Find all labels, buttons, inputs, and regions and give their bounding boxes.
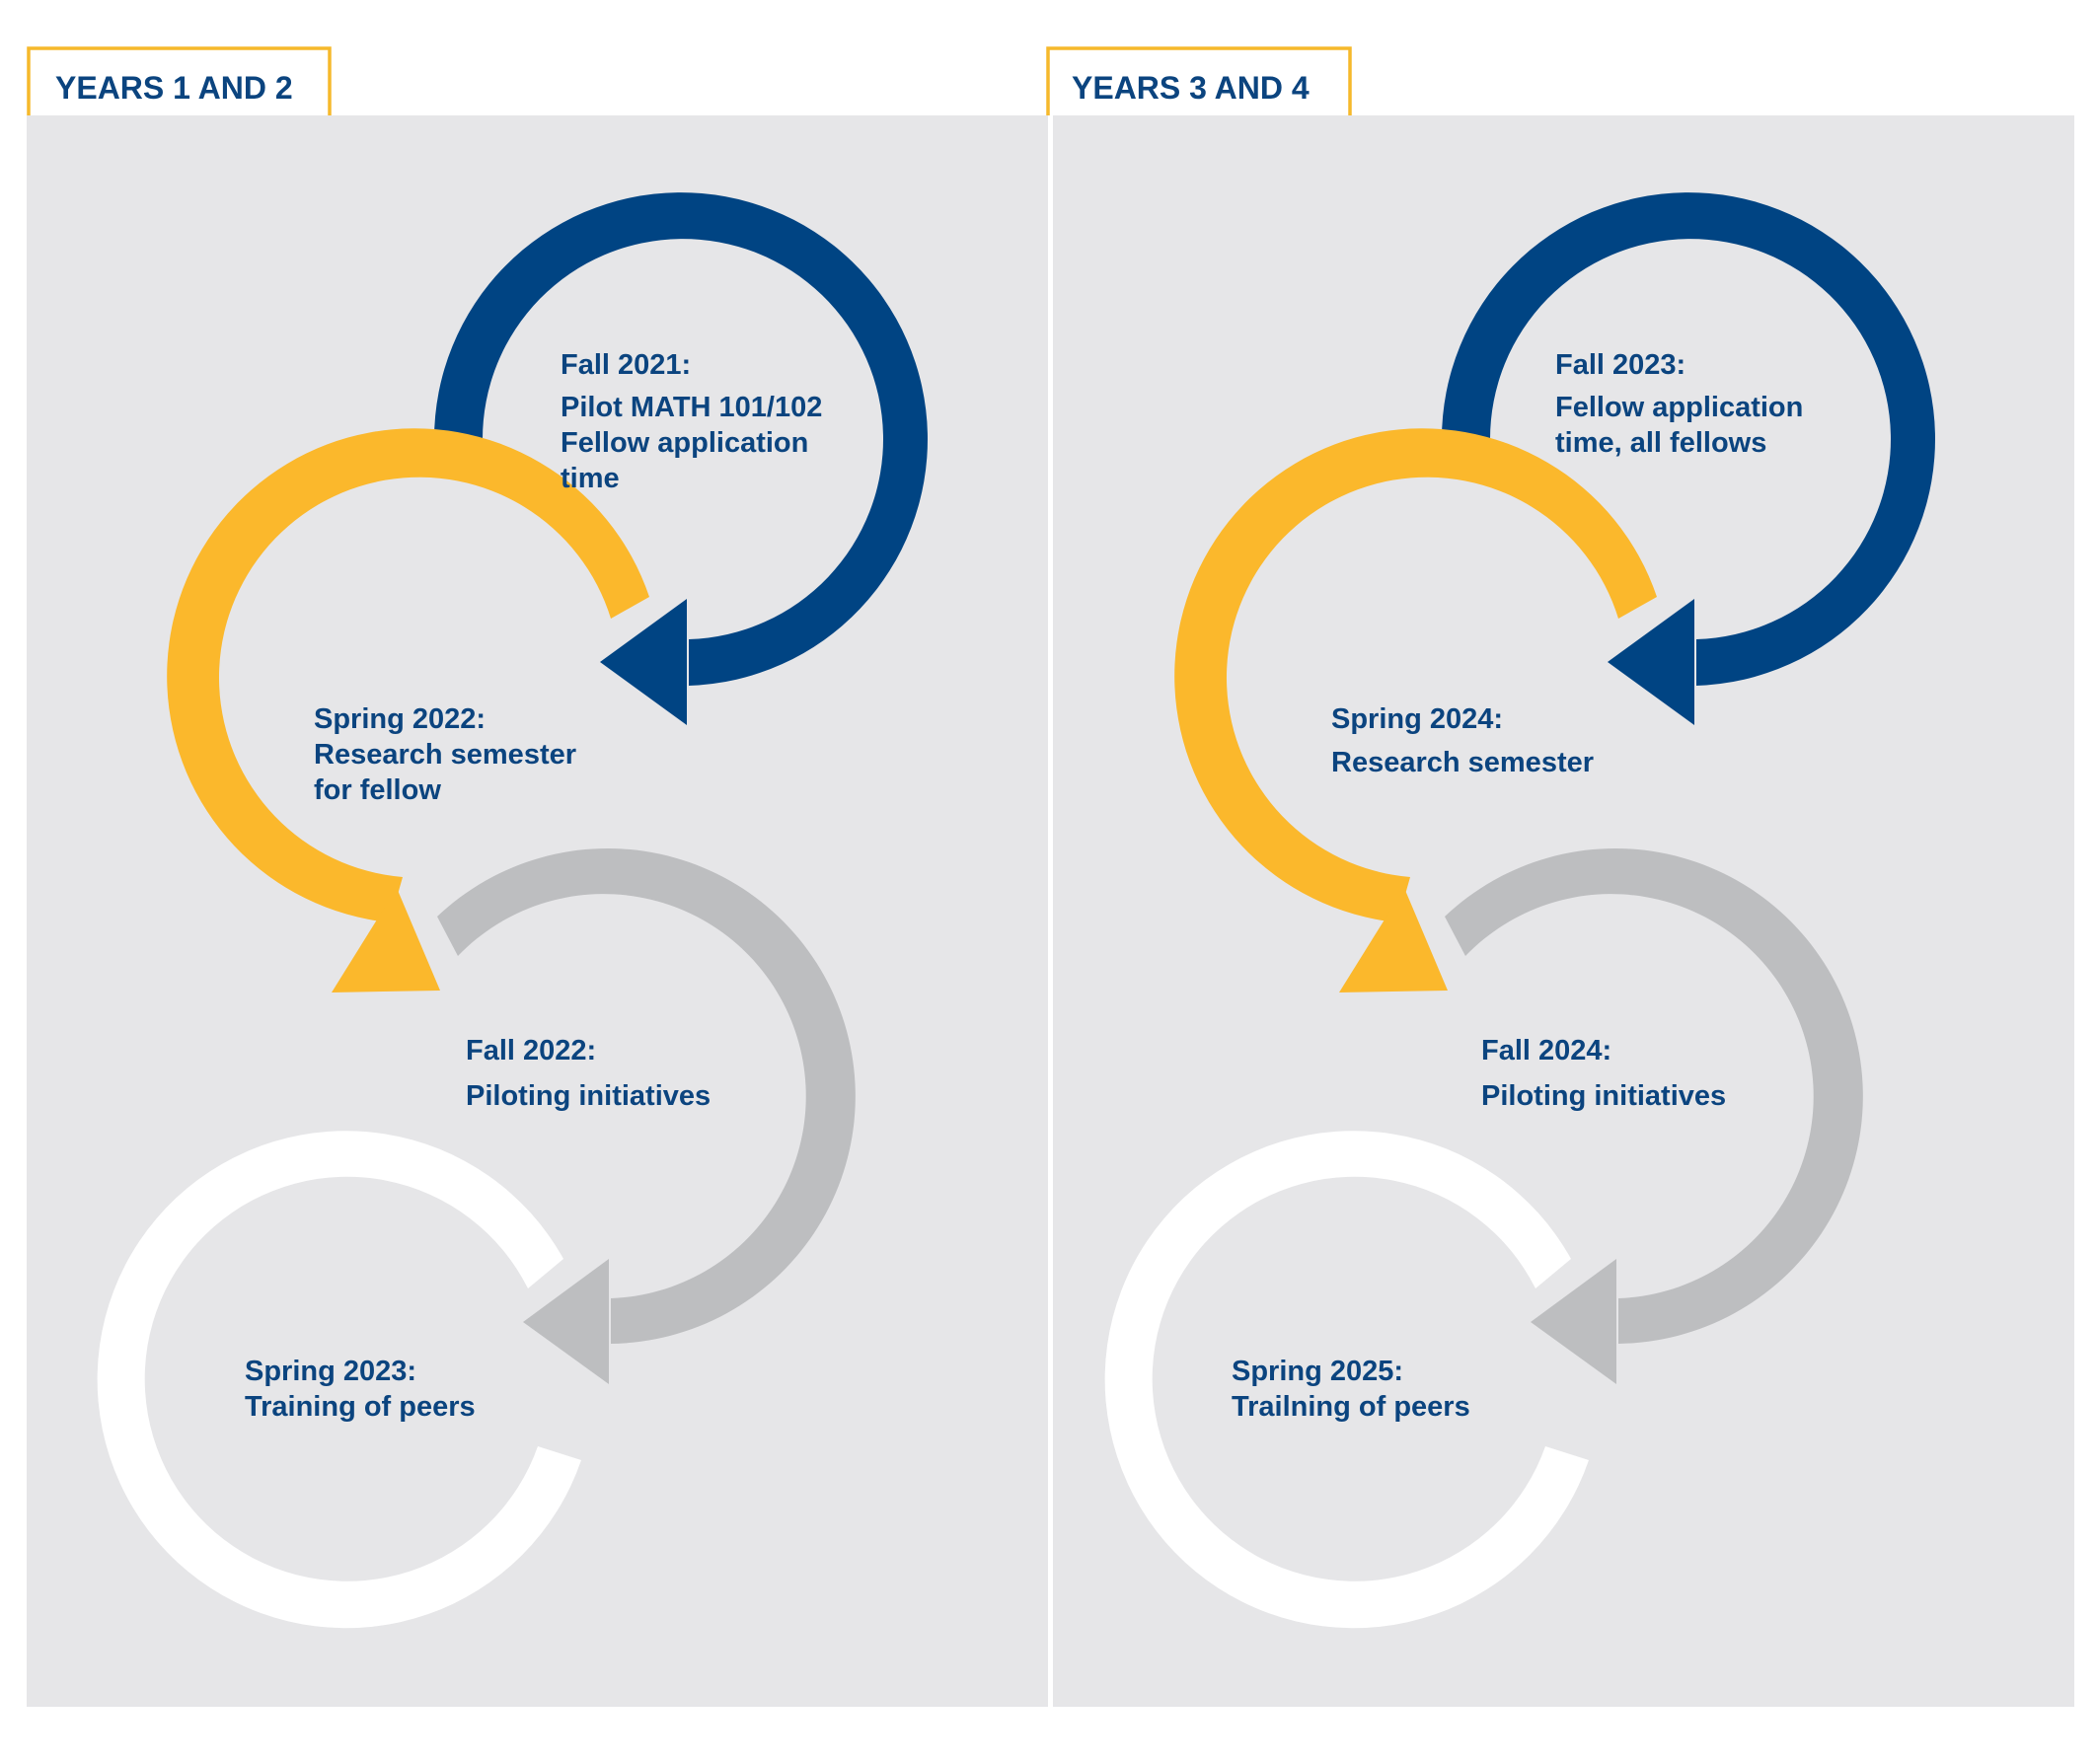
- stage-label-spring-2025: Spring 2025: Trailning of peers: [1232, 1356, 1470, 1423]
- arrow-fall-2023: [1441, 192, 1935, 725]
- stage-line: Piloting initiatives: [466, 1080, 711, 1112]
- gray-arrowhead: [1531, 1259, 1616, 1384]
- stage-line: for fellow: [314, 774, 441, 806]
- stage-label-spring-2024: Spring 2024: Research semester: [1331, 703, 1594, 778]
- stage-line: Research semester: [1331, 747, 1594, 778]
- gray-arc: [1445, 848, 1863, 1344]
- stage-label-fall-2021: Fall 2021: Pilot MATH 101/102 Fellow app…: [561, 349, 830, 494]
- panel-1-tab-label: YEARS 1 AND 2: [55, 70, 293, 106]
- stage-label-fall-2023: Fall 2023: Fellow application time, all …: [1555, 349, 1811, 459]
- gold-arrowhead: [332, 888, 440, 992]
- stage-label-spring-2022: Spring 2022: Research semester for fello…: [314, 703, 584, 806]
- stage-line: Fall 2023:: [1555, 349, 1685, 381]
- stage-line: time: [561, 463, 620, 494]
- panel-years-3-4: YEARS 3 AND 4 Fall 2023:: [1046, 46, 2074, 1707]
- stage-label-spring-2023: Spring 2023: Training of peers: [245, 1356, 476, 1423]
- panel-years-1-2: YEARS 1 AND 2 Fall 2021:: [27, 46, 1051, 1707]
- panel-2-tab-label: YEARS 3 AND 4: [1072, 70, 1310, 106]
- stage-line: Trailning of peers: [1232, 1391, 1470, 1423]
- arrow-fall-2022: [437, 848, 856, 1384]
- stage-line: Spring 2024:: [1331, 703, 1503, 735]
- gold-arrowhead: [1339, 888, 1448, 992]
- stage-line: Spring 2022:: [314, 703, 486, 735]
- stage-line: Fall 2022:: [466, 1035, 596, 1066]
- stage-line: Pilot MATH 101/102: [561, 392, 822, 423]
- stage-line: Fellow application: [1555, 392, 1803, 423]
- panel-2-tab-border: [1046, 46, 1352, 115]
- panel-1-tab-border: [27, 46, 332, 115]
- stage-label-fall-2024: Fall 2024: Piloting initiatives: [1481, 1035, 1726, 1112]
- navy-arrowhead: [600, 599, 687, 725]
- gray-arc: [437, 848, 856, 1344]
- stage-line: Fall 2021:: [561, 349, 691, 381]
- arrow-spring-2022: [167, 428, 649, 992]
- stage-line: Spring 2023:: [245, 1356, 416, 1387]
- arrow-fall-2024: [1445, 848, 1863, 1384]
- navy-arrowhead: [1608, 599, 1694, 725]
- stage-line: Piloting initiatives: [1481, 1080, 1726, 1112]
- stage-line: Training of peers: [245, 1391, 476, 1423]
- stage-line: Spring 2025:: [1232, 1356, 1403, 1387]
- stage-line: time, all fellows: [1555, 427, 1766, 459]
- panel-divider: [1048, 115, 1053, 1707]
- stage-line: Fellow application: [561, 427, 808, 459]
- stage-line: Research semester: [314, 739, 576, 771]
- stage-label-fall-2022: Fall 2022: Piloting initiatives: [466, 1035, 711, 1112]
- arrow-spring-2024: [1174, 428, 1657, 992]
- gray-arrowhead: [523, 1259, 609, 1384]
- arrow-fall-2021: [433, 192, 928, 725]
- stage-line: Fall 2024:: [1481, 1035, 1611, 1066]
